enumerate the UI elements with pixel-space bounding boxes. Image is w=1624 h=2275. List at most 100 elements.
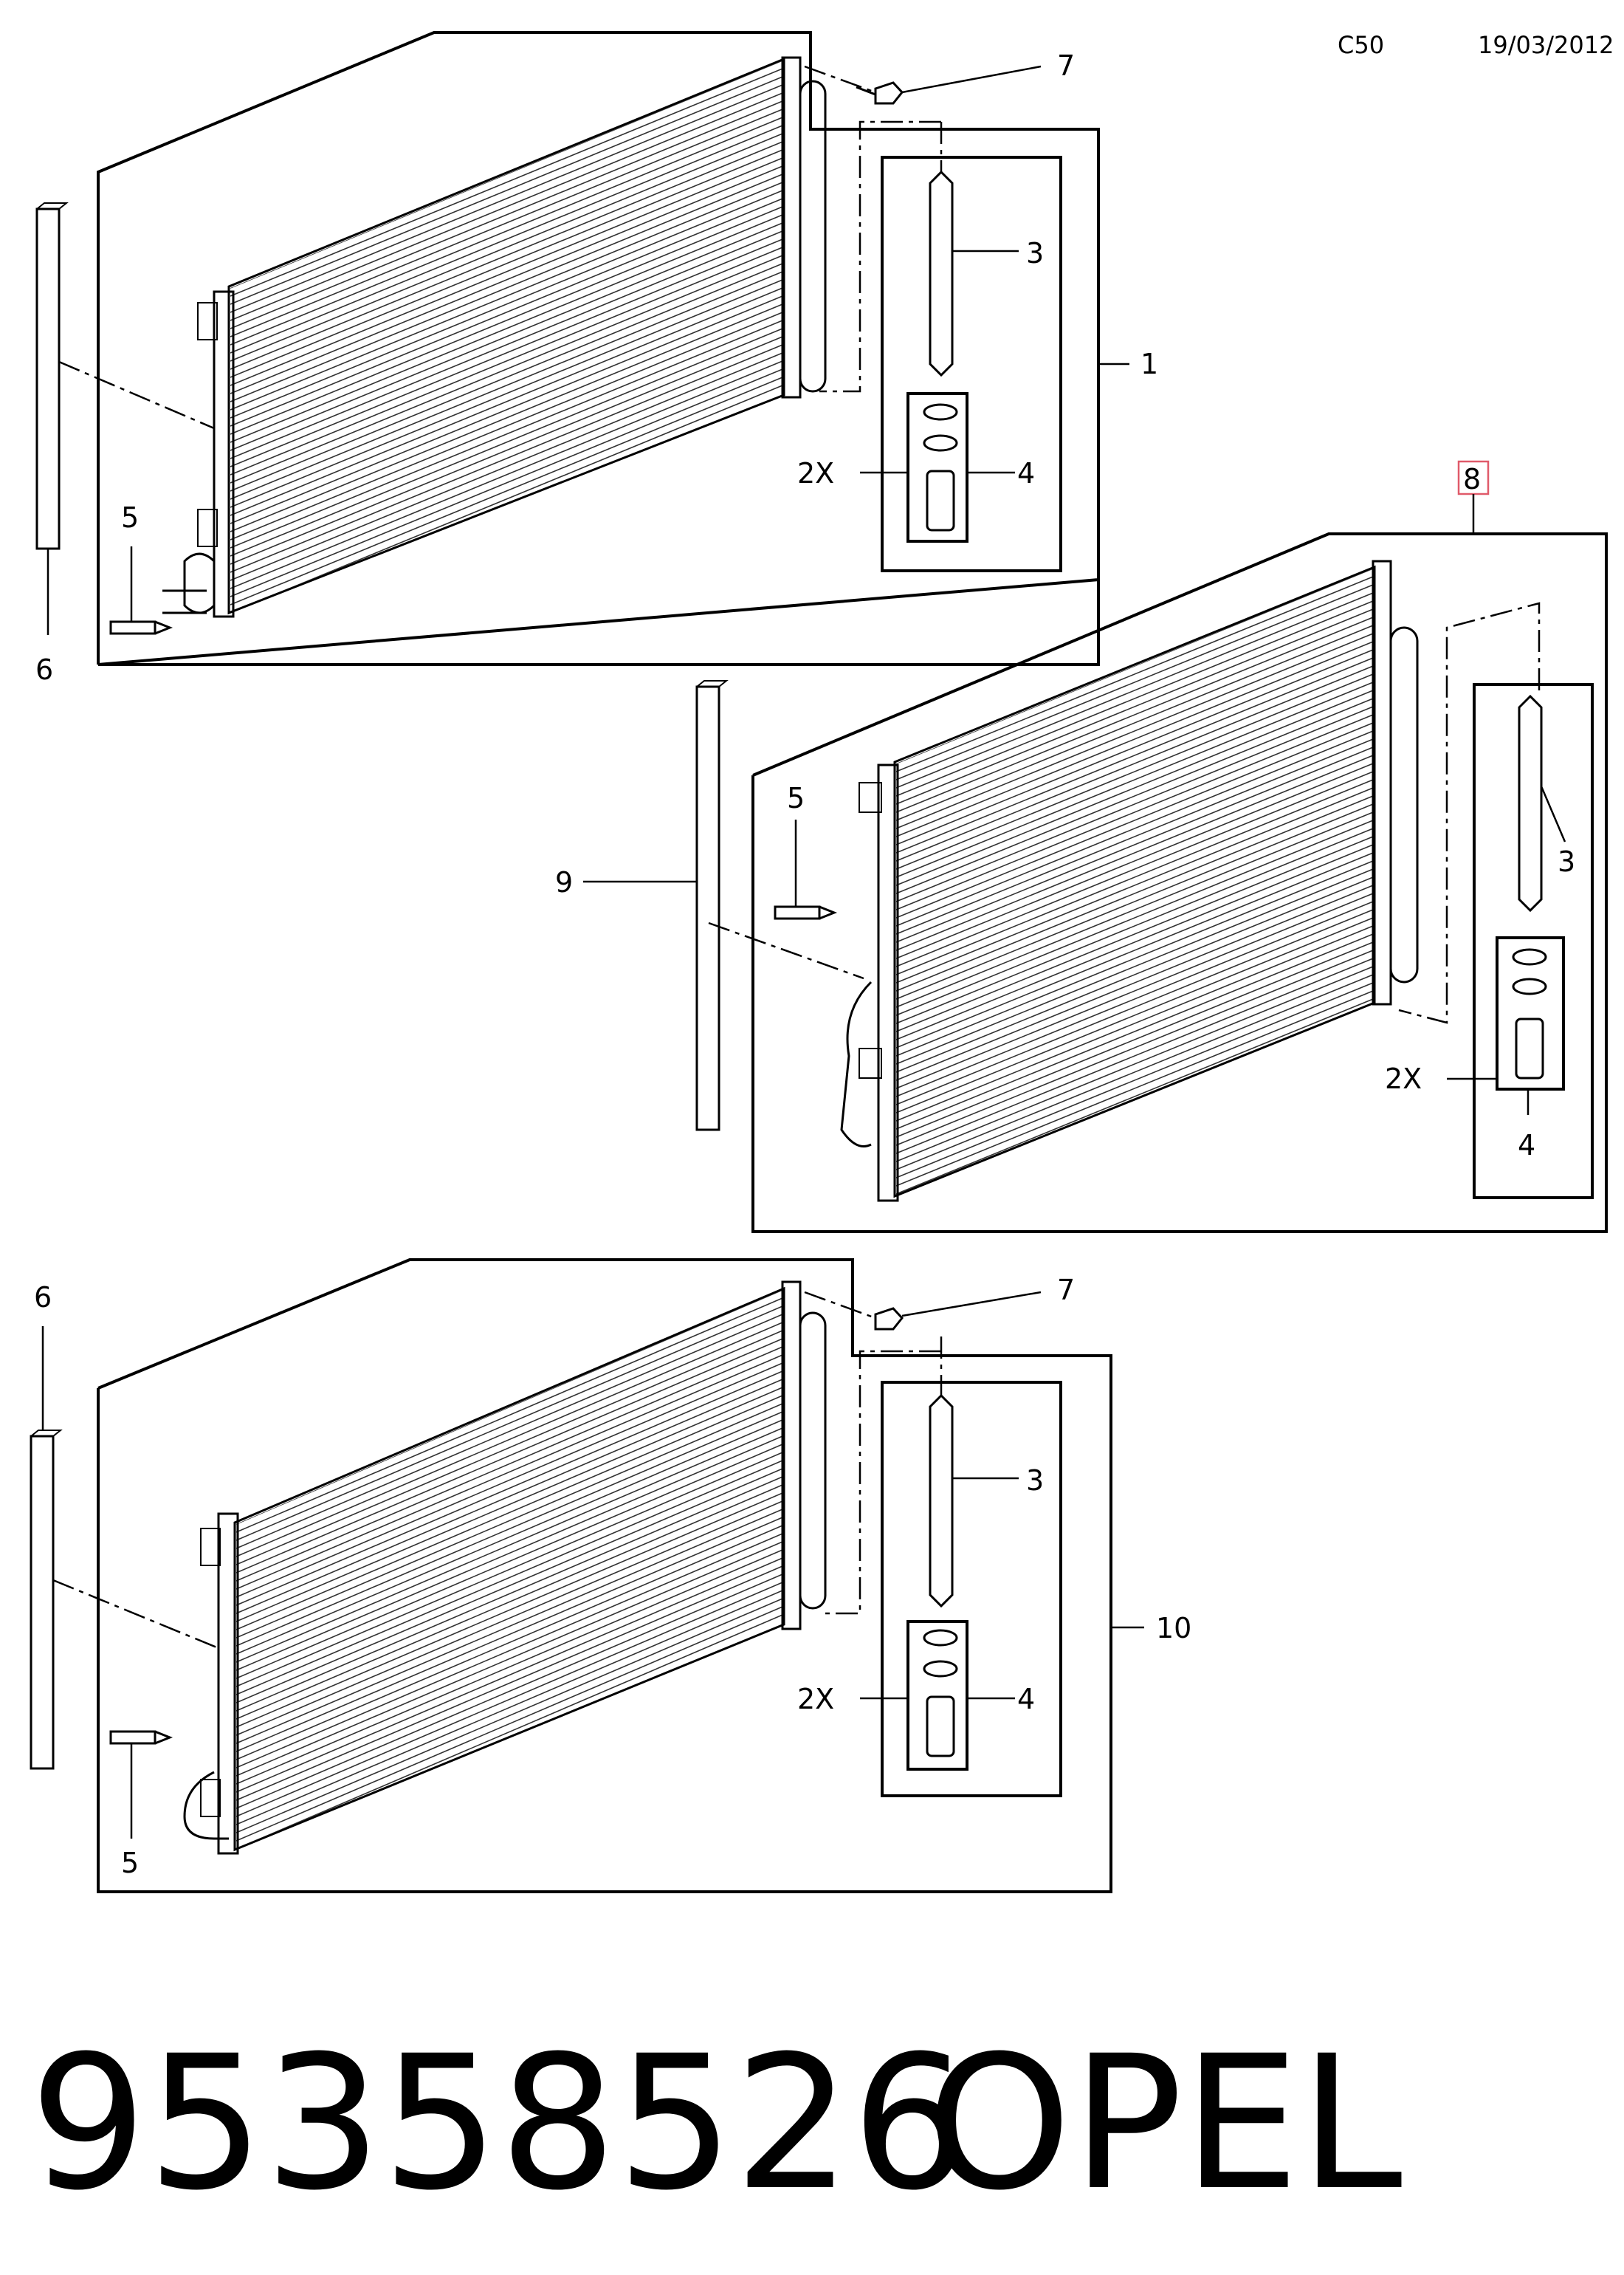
callout-5-bottom: 5 bbox=[121, 1847, 139, 1879]
callout-9: 9 bbox=[555, 866, 573, 899]
condenser-fin bbox=[896, 836, 1373, 1032]
condenser-fin bbox=[236, 1476, 782, 1712]
condenser-fin bbox=[230, 174, 782, 402]
condenser-fin bbox=[230, 271, 782, 500]
condenser-fin bbox=[896, 592, 1373, 789]
bottom-assembly-frame bbox=[97, 1258, 1112, 1893]
condenser-fin bbox=[236, 1614, 782, 1848]
valve-plug bbox=[926, 1695, 955, 1757]
condenser-fin bbox=[230, 239, 782, 467]
condenser-top bbox=[162, 56, 827, 618]
condenser-fin bbox=[896, 657, 1373, 854]
condenser-fin bbox=[230, 190, 782, 419]
condenser-fin bbox=[896, 617, 1373, 813]
condenser-fin bbox=[230, 100, 782, 329]
condenser-fin bbox=[230, 263, 782, 492]
condenser-fin bbox=[230, 206, 782, 435]
condenser-fin bbox=[236, 1370, 782, 1606]
condenser-fin bbox=[896, 649, 1373, 845]
callout-3-top: 3 bbox=[1026, 237, 1044, 270]
desiccant-box-top bbox=[881, 156, 1062, 572]
callout-3-bottom: 3 bbox=[1026, 1464, 1044, 1497]
desiccant-box-middle bbox=[1473, 683, 1594, 1199]
bolt-7-bottom bbox=[874, 1307, 904, 1331]
condenser-fin bbox=[236, 1338, 782, 1574]
callout-2x-top: 2X bbox=[797, 457, 834, 490]
callout-7-top: 7 bbox=[1057, 49, 1075, 82]
condenser-fin bbox=[230, 320, 782, 549]
condenser-fin bbox=[230, 279, 782, 508]
plug-box-top bbox=[906, 392, 968, 543]
condenser-fin bbox=[896, 925, 1373, 1122]
condenser-fin bbox=[230, 344, 782, 573]
desiccant-box-bottom bbox=[881, 1381, 1062, 1797]
callout-7-bottom: 7 bbox=[1057, 1274, 1075, 1306]
condenser-fin bbox=[236, 1411, 782, 1647]
condenser-fin bbox=[896, 941, 1373, 1138]
condenser-fin bbox=[896, 998, 1373, 1195]
condenser-fin bbox=[896, 950, 1373, 1146]
callout-10: 10 bbox=[1156, 1612, 1191, 1644]
callout-5-middle: 5 bbox=[787, 782, 805, 814]
valve-plug bbox=[1515, 1018, 1544, 1080]
callout-6-bottom: 6 bbox=[34, 1281, 52, 1314]
condenser-fin bbox=[896, 917, 1373, 1114]
condenser-fin bbox=[896, 893, 1373, 1089]
condenser-fin bbox=[230, 198, 782, 427]
condenser-fin bbox=[230, 352, 782, 581]
callout-3-middle: 3 bbox=[1558, 845, 1575, 878]
condenser-fin bbox=[230, 214, 782, 443]
condenser-fin bbox=[236, 1598, 782, 1833]
condenser-fin bbox=[230, 377, 782, 605]
part-number: 95358526 bbox=[30, 2016, 968, 2231]
callout-4-top: 4 bbox=[1017, 457, 1035, 490]
condenser-fin bbox=[896, 868, 1373, 1065]
desiccant-cartridge bbox=[929, 1393, 954, 1608]
pipe-fittings bbox=[183, 1771, 229, 1840]
condenser-fin bbox=[896, 625, 1373, 821]
condenser-fin bbox=[230, 68, 782, 297]
condenser-fin bbox=[230, 92, 782, 321]
condenser-fin bbox=[896, 722, 1373, 919]
screw-5-bottom bbox=[109, 1730, 173, 1745]
plug-box-bottom bbox=[906, 1620, 968, 1771]
condenser-fin bbox=[236, 1484, 782, 1720]
callout-2x-middle: 2X bbox=[1385, 1063, 1422, 1095]
condenser-fin bbox=[896, 958, 1373, 1154]
condenser-fin bbox=[896, 933, 1373, 1130]
condenser-fin bbox=[896, 714, 1373, 910]
seal-strip-9 bbox=[695, 685, 720, 1131]
condenser-fin bbox=[236, 1444, 782, 1679]
condenser-fin bbox=[236, 1500, 782, 1736]
bolt-7 bbox=[856, 81, 904, 105]
condenser-fin bbox=[896, 828, 1373, 1024]
condenser-fin bbox=[230, 117, 782, 346]
brand-name: OPEL bbox=[926, 2016, 1403, 2231]
condenser-fin bbox=[230, 157, 782, 386]
condenser-fin bbox=[230, 295, 782, 524]
condenser-fin bbox=[230, 360, 782, 589]
condenser-fin bbox=[896, 803, 1373, 1000]
condenser-fin bbox=[896, 738, 1373, 935]
seal-strip-6-bottom bbox=[30, 1435, 55, 1770]
condenser-fin bbox=[896, 584, 1373, 780]
callout-1: 1 bbox=[1140, 348, 1158, 380]
condenser-fin bbox=[230, 76, 782, 305]
condenser-fin bbox=[896, 820, 1373, 1016]
receiver-drier bbox=[799, 80, 827, 393]
condenser-fin bbox=[236, 1305, 782, 1541]
condenser-fin bbox=[236, 1322, 782, 1557]
desiccant-cartridge bbox=[1518, 694, 1543, 913]
condenser-fin bbox=[896, 844, 1373, 1040]
right-header-tank bbox=[781, 56, 802, 399]
condenser-fin bbox=[236, 1362, 782, 1598]
condenser-fin bbox=[236, 1387, 782, 1622]
condenser-fin bbox=[236, 1354, 782, 1590]
callout-6-top: 6 bbox=[35, 653, 53, 686]
condenser-middle bbox=[840, 560, 1419, 1202]
condenser-fin bbox=[236, 1565, 782, 1801]
condenser-fin bbox=[236, 1314, 782, 1549]
condenser-fin bbox=[896, 990, 1373, 1187]
condenser-fin bbox=[230, 287, 782, 516]
